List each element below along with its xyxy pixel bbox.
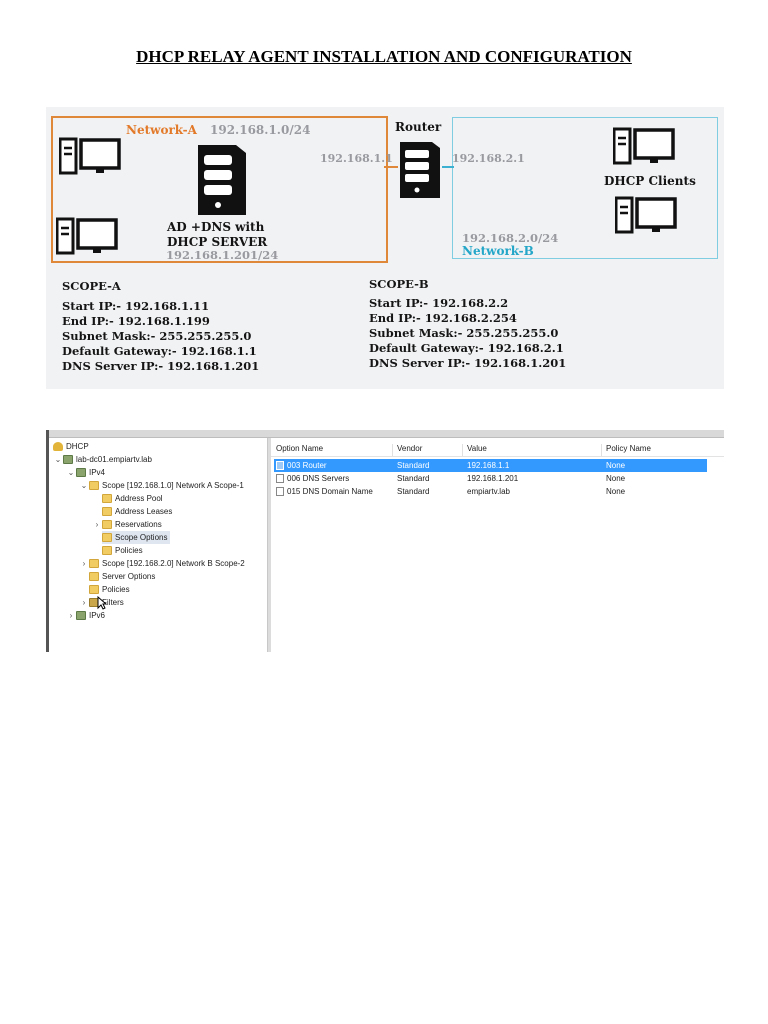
tree-item-ipv6[interactable]: ›IPv6 — [66, 609, 105, 622]
option-icon — [276, 474, 284, 483]
tree-item-address-pool[interactable]: Address Pool — [102, 492, 163, 505]
workstation-icon — [56, 217, 118, 255]
chevron-down-icon[interactable]: ⌄ — [67, 468, 75, 477]
tree-item-policies[interactable]: Policies — [89, 583, 130, 596]
mouse-cursor-icon — [97, 596, 107, 610]
network-b-subnet: 192.168.2.0/24 — [462, 231, 559, 245]
document-title: DHCP RELAY AGENT INSTALLATION AND CONFIG… — [136, 47, 632, 66]
scope-a-gateway: Default Gateway:- 192.168.1.1 — [62, 344, 257, 358]
network-a-box — [51, 116, 388, 263]
folder-icon — [102, 546, 112, 556]
chevron-right-icon[interactable]: › — [82, 598, 86, 607]
dhcp-client-icon — [613, 127, 675, 165]
tree-item-server-options[interactable]: Server Options — [89, 570, 155, 583]
dhcp-icon — [53, 442, 63, 452]
scope-b-start: Start IP:- 192.168.2.2 — [369, 296, 509, 310]
options-list: Option Name Vendor Value Policy Name 003… — [271, 438, 724, 652]
scope-a-title: SCOPE-A — [62, 279, 121, 293]
folder-icon — [89, 585, 99, 595]
tree-item-scope-options[interactable]: Scope Options — [102, 531, 171, 544]
chevron-down-icon[interactable]: ⌄ — [80, 481, 88, 490]
column-header-value[interactable]: Value — [467, 444, 487, 453]
dhcp-client-icon — [615, 196, 677, 234]
table-row[interactable]: 003 Router Standard 192.168.1.1 None — [274, 459, 707, 472]
column-divider[interactable] — [462, 444, 463, 456]
tree-item-reservations[interactable]: ›Reservations — [92, 518, 162, 531]
console-tree: DHCP ⌄lab-dc01.empiartv.lab ⌄IPv4 ⌄Scope… — [49, 438, 267, 652]
tree-item-dhcp[interactable]: DHCP — [53, 440, 89, 453]
folder-icon — [89, 572, 99, 582]
chevron-down-icon[interactable]: ⌄ — [54, 455, 62, 464]
network-b-box — [452, 117, 718, 259]
tree-item-ipv4[interactable]: ⌄IPv4 — [67, 468, 106, 478]
table-row[interactable]: 015 DNS Domain Name Standard empiartv.la… — [274, 485, 707, 498]
link-network-b — [442, 166, 454, 168]
column-header-policy-name[interactable]: Policy Name — [606, 444, 651, 453]
header-divider — [271, 456, 724, 457]
network-a-label: Network-A — [126, 123, 197, 137]
workstation-icon — [59, 137, 121, 175]
network-b-label: Network-B — [462, 244, 534, 258]
column-header-option-name[interactable]: Option Name — [276, 444, 324, 453]
scope-a-start: Start IP:- 192.168.1.11 — [62, 299, 210, 313]
folder-icon — [89, 481, 99, 491]
column-divider[interactable] — [392, 444, 393, 456]
network-a-subnet: 192.168.1.0/24 — [210, 123, 311, 137]
scope-b-mask: Subnet Mask:- 255.255.255.0 — [369, 326, 559, 340]
console-left-edge — [46, 430, 49, 652]
server-icon — [63, 455, 73, 465]
tree-item-server[interactable]: ⌄lab-dc01.empiartv.lab — [54, 455, 152, 465]
tree-item-address-leases[interactable]: Address Leases — [102, 505, 172, 518]
router-ip-b: 192.168.2.1 — [452, 152, 525, 165]
scope-b-block: SCOPE-B Start IP:- 192.168.2.2 End IP:- … — [369, 277, 566, 371]
option-icon — [276, 487, 284, 496]
network-diagram: Network-A 192.168.1.0/24 Router 192.168.… — [46, 107, 724, 389]
chevron-right-icon[interactable]: › — [95, 520, 99, 529]
server-label-line2: DHCP SERVER — [167, 235, 268, 249]
console-top-edge — [46, 430, 724, 438]
router-ip-a: 192.168.1.1 — [320, 152, 393, 165]
tree-item-policies-scope[interactable]: Policies — [102, 544, 143, 557]
folder-icon — [102, 507, 112, 517]
folder-icon — [102, 494, 112, 504]
server-label-line1: AD +DNS with — [167, 220, 265, 234]
column-divider[interactable] — [601, 444, 602, 456]
option-icon — [276, 461, 284, 470]
scope-a-block: SCOPE-A Start IP:- 192.168.1.11 End IP:-… — [62, 279, 259, 374]
server-ip: 192.168.1.201/24 — [166, 248, 279, 262]
folder-icon — [89, 559, 99, 569]
tree-item-scope-1[interactable]: ⌄Scope [192.168.1.0] Network A Scope-1 — [80, 481, 244, 491]
scope-a-dns: DNS Server IP:- 192.168.1.201 — [62, 359, 260, 373]
chevron-right-icon[interactable]: › — [82, 559, 86, 568]
scope-a-end: End IP:- 192.168.1.199 — [62, 314, 210, 328]
folder-icon — [102, 533, 112, 543]
folder-icon — [102, 520, 112, 530]
link-network-a — [384, 166, 398, 168]
router-label: Router — [395, 120, 442, 134]
dhcp-console: DHCP ⌄lab-dc01.empiartv.lab ⌄IPv4 ⌄Scope… — [46, 430, 724, 652]
chevron-right-icon[interactable]: › — [69, 611, 73, 620]
pane-splitter[interactable] — [267, 438, 271, 652]
dhcp-clients-label: DHCP Clients — [604, 174, 696, 188]
scope-b-dns: DNS Server IP:- 192.168.1.201 — [369, 356, 567, 370]
scope-b-end: End IP:- 192.168.2.254 — [369, 311, 517, 325]
column-header-vendor[interactable]: Vendor — [397, 444, 423, 453]
tree-item-scope-2[interactable]: ›Scope [192.168.2.0] Network B Scope-2 — [79, 557, 245, 570]
scope-a-mask: Subnet Mask:- 255.255.255.0 — [62, 329, 252, 343]
ipv6-icon — [76, 611, 86, 621]
table-row[interactable]: 006 DNS Servers Standard 192.168.1.201 N… — [274, 472, 707, 485]
scope-b-title: SCOPE-B — [369, 277, 429, 291]
scope-b-gateway: Default Gateway:- 192.168.2.1 — [369, 341, 564, 355]
router-server-icon — [400, 142, 440, 198]
ipv4-icon — [76, 468, 86, 478]
server-icon — [198, 145, 246, 215]
